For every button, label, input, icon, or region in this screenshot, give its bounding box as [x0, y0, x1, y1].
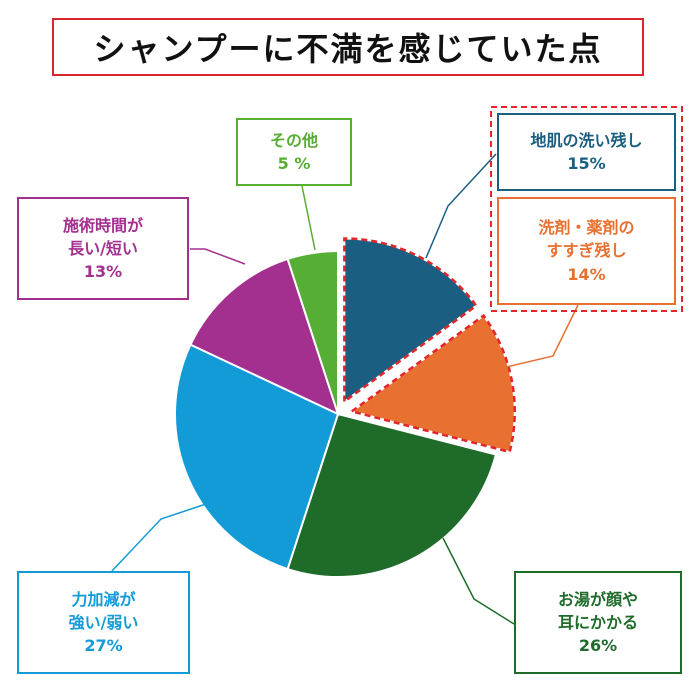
leader-line-duration [190, 248, 246, 265]
label-box-other: その他 5 % [236, 118, 352, 186]
leader-line-pressure [111, 501, 213, 572]
leader-line-water-on-face [442, 537, 515, 625]
leader-line-scalp-residue [425, 153, 497, 259]
label-box-rinse-residue: 洗剤・薬剤の すすぎ残し 14% [497, 197, 676, 305]
label-duration-line1: 施術時間が [62, 215, 143, 235]
pie-slice-water-on-face [286, 412, 498, 578]
highlight-outline-scalp-residue [343, 237, 478, 404]
highlight-outline-rinse-residue [348, 313, 517, 454]
label-pressure-line1: 力加減が [71, 589, 136, 609]
label-box-water-on-face: お湯が顔や 耳にかかる 26% [514, 571, 682, 674]
pie-slice-duration [189, 257, 340, 416]
highlight-frame [490, 106, 683, 312]
value-water-on-face: 26% [578, 636, 618, 656]
label-rinse-residue-line1: 洗剤・薬剤の [538, 218, 635, 238]
value-other: 5 % [277, 154, 311, 173]
label-scalp-residue: 地肌の洗い残し [530, 130, 643, 150]
pie-slice-other [286, 249, 339, 415]
value-rinse-residue: 14% [567, 264, 606, 284]
label-duration-line2: 長い/短い [68, 238, 138, 258]
label-box-duration: 施術時間が 長い/短い 13% [17, 197, 189, 300]
value-duration: 13% [83, 262, 123, 282]
chart-title: シャンプーに不満を感じていた点 [52, 18, 644, 76]
value-pressure: 27% [84, 636, 123, 656]
pie-slices [174, 237, 517, 578]
label-other: その他 [269, 130, 318, 150]
label-pressure-line2: 強い/弱い [68, 612, 139, 632]
pie-slice-pressure [174, 343, 340, 571]
label-box-scalp-residue: 地肌の洗い残し 15% [497, 113, 676, 191]
value-scalp-residue: 15% [567, 154, 606, 173]
label-box-pressure: 力加減が 強い/弱い 27% [17, 571, 190, 674]
label-water-on-face-line2: 耳にかかる [557, 612, 638, 632]
label-rinse-residue-line2: すすぎ残し [546, 241, 627, 261]
leader-line-other [301, 185, 316, 251]
leader-lines [111, 153, 579, 625]
label-water-on-face-line1: お湯が顔や [557, 589, 638, 609]
leader-line-rinse-residue [501, 304, 579, 369]
